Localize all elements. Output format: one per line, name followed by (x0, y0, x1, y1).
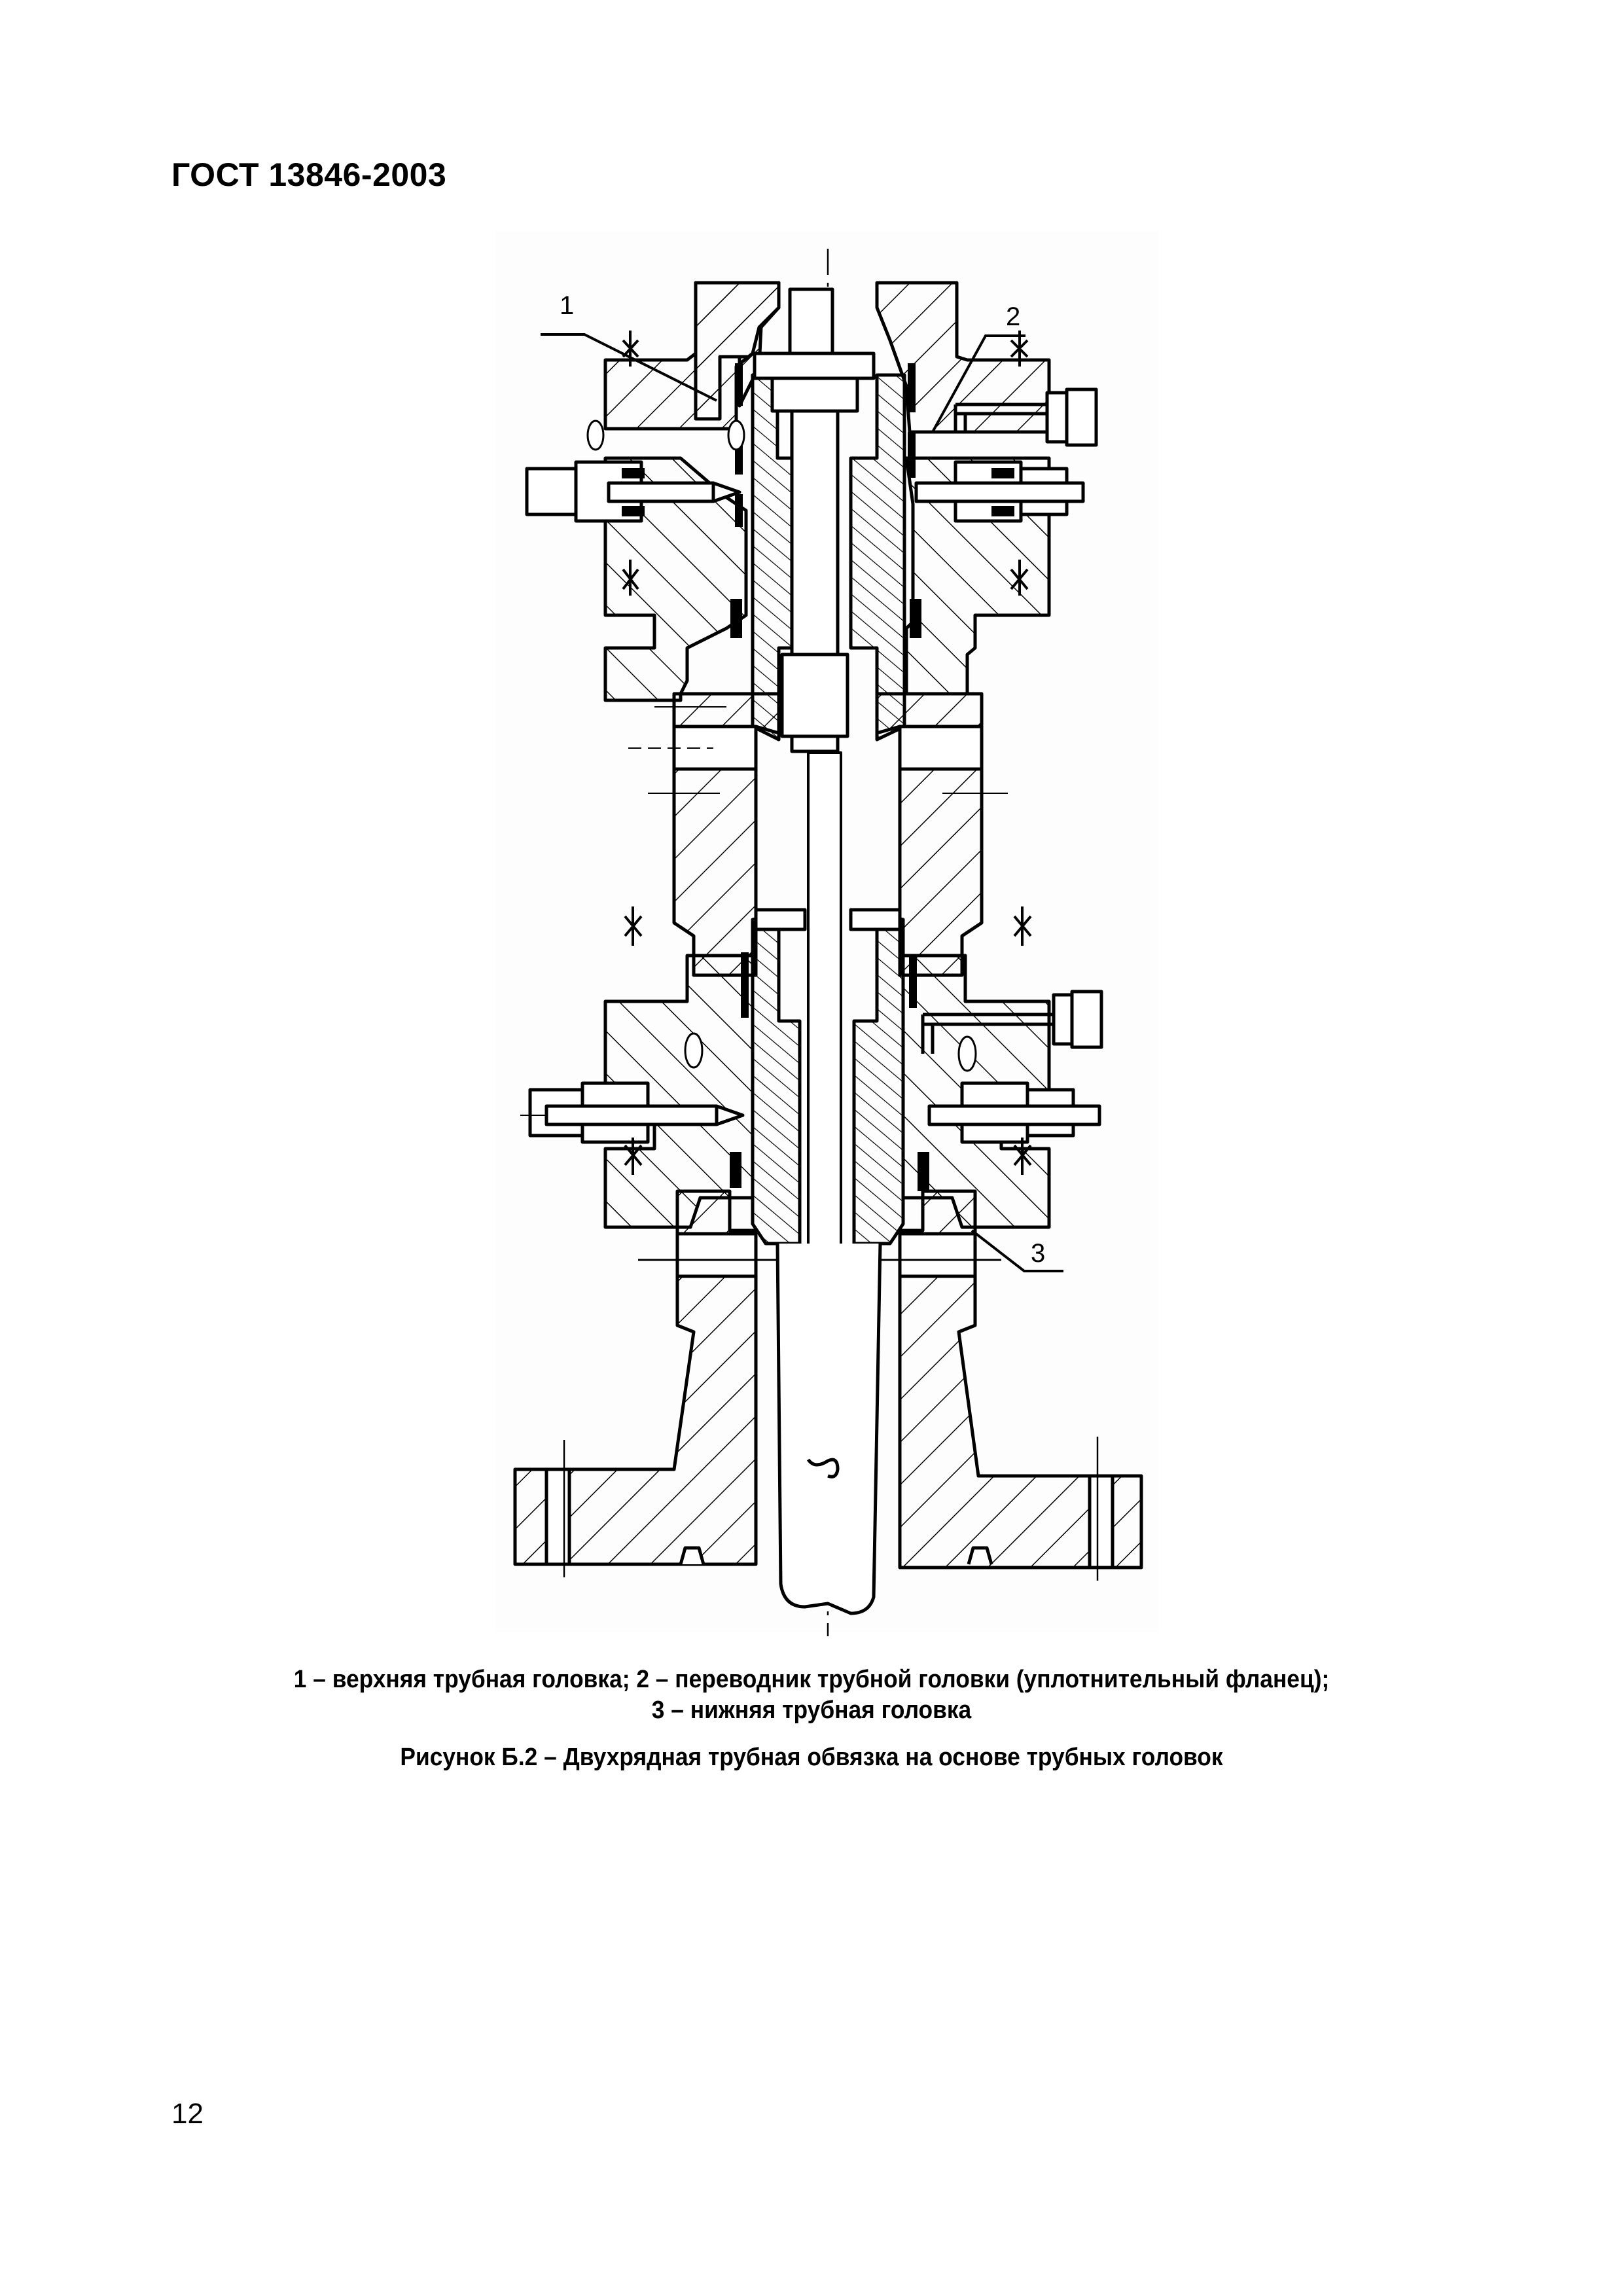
callout-1: 1 (560, 291, 575, 320)
ball-cages-lower (684, 1032, 977, 1072)
callout-3: 3 (1031, 1239, 1046, 1268)
document-header-standard: ГОСТ 13846-2003 (171, 156, 447, 193)
bolt-symbols-lower (624, 906, 1032, 1175)
spool-adapter (628, 692, 1008, 977)
legend-line-2: 3 – нижняя трубная головка (651, 1696, 972, 1724)
casing-pipe (776, 1243, 882, 1615)
callout-leaders (541, 333, 1063, 1272)
figure-caption: Рисунок Б.2 – Двухрядная трубная обвязка… (400, 1744, 1223, 1771)
bottom-flange (513, 1189, 1143, 1581)
upper-injection-fittings (525, 387, 1098, 523)
bolt-symbols-upper (622, 331, 1029, 596)
ball-cages-upper (586, 420, 745, 451)
lower-hanger (751, 911, 802, 1246)
figure-legend: 1 – верхняя трубная головка; 2 – перевод… (240, 1664, 1383, 1726)
callout-2: 2 (1006, 302, 1021, 331)
lower-injection-fittings (520, 990, 1103, 1144)
page-number: 12 (171, 2098, 204, 2130)
legend-line-1: 1 – верхняя трубная головка; 2 – перевод… (293, 1666, 1330, 1693)
